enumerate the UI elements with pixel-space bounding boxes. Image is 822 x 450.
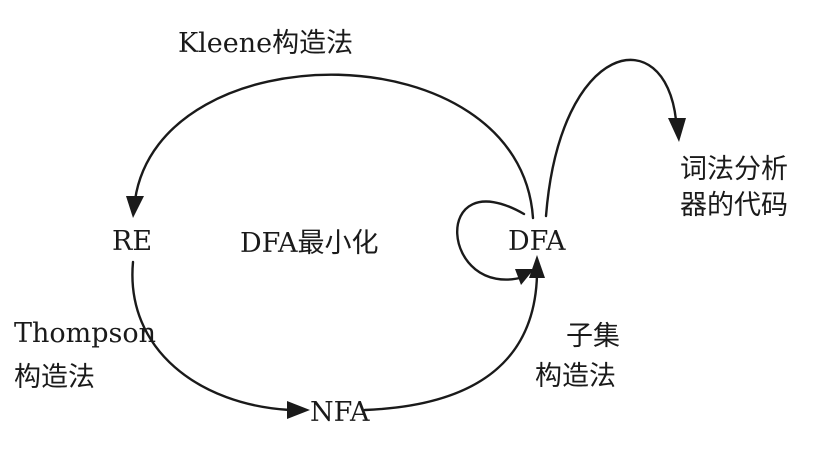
label-kleene: Kleene构造法 — [178, 28, 353, 59]
arrowhead-output — [668, 118, 686, 142]
edge-subset — [363, 273, 539, 412]
arrowhead-thompson — [287, 401, 310, 419]
arrowhead-kleene — [126, 196, 144, 218]
label-thompson-1: Thompson — [14, 318, 156, 349]
edge-self-loop — [456, 200, 526, 281]
node-nfa: NFA — [310, 397, 370, 428]
node-dfa: DFA — [508, 226, 566, 257]
label-subset-2: 构造法 — [535, 361, 616, 392]
arrowhead-self-loop — [515, 269, 534, 285]
arrowhead-subset — [529, 255, 545, 278]
edge-kleene — [133, 73, 535, 220]
node-re: RE — [112, 226, 152, 257]
node-center: DFA最小化 — [240, 228, 379, 259]
label-thompson-2: 构造法 — [14, 362, 95, 393]
edge-output — [544, 58, 678, 218]
label-output-2: 器的代码 — [680, 190, 788, 221]
edge-thompson — [131, 260, 292, 412]
label-output-1: 词法分析 — [680, 154, 788, 185]
label-subset-1: 子集 — [566, 321, 620, 352]
